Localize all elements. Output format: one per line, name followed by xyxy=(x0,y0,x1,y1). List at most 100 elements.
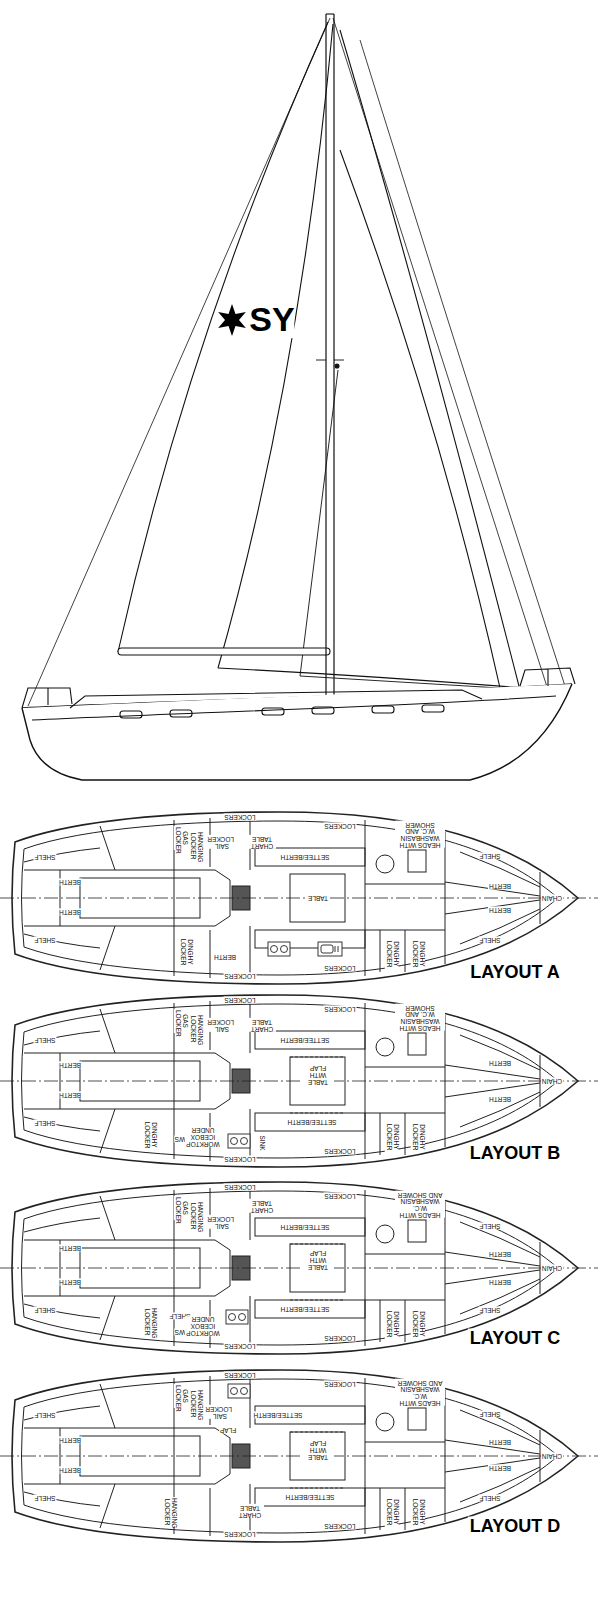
compartment-label: SHELF xyxy=(34,1412,57,1419)
layout-heading: LAYOUT B xyxy=(468,1144,562,1163)
compartment-label: DINGHY LOCKER xyxy=(385,939,399,969)
compartment-label: SHELF xyxy=(479,1495,502,1502)
compartment-label: BERTH xyxy=(58,909,82,916)
compartment-label: BERTH xyxy=(488,883,512,890)
compartment-label: SHELF xyxy=(34,1495,57,1502)
compartment-label: SAIL LOCKER xyxy=(207,1405,233,1419)
compartment-label: SHELF xyxy=(34,1037,57,1044)
compartment-label: BERTH xyxy=(58,1279,82,1286)
compartment-label: LOCKERS xyxy=(223,814,256,821)
compartment-label: HANGING LOCKER xyxy=(143,1307,157,1337)
compartment-label: DINGHY LOCKER xyxy=(385,1122,399,1152)
compartment-label: FLAP xyxy=(219,1427,237,1434)
compartment-label: BERTH xyxy=(488,1279,512,1286)
compartment-label: HANGING LOCKER xyxy=(189,1389,203,1419)
compartment-label: HEADS WITH W.C. WASHBASIN AND SHOWER xyxy=(395,1378,445,1405)
compartment-label: SAIL LOCKER xyxy=(209,1215,235,1229)
compartment-label: HANGING LOCKER xyxy=(163,1497,177,1527)
compartment-label: TABLE WITH FLAP xyxy=(302,1065,334,1085)
compartment-label: SHELF xyxy=(34,1307,57,1314)
compartment-label: BERTH xyxy=(488,1251,512,1258)
compartment-label: LOCKERS xyxy=(223,997,256,1004)
compartment-label: DINGHY LOCKER xyxy=(143,1120,157,1150)
compartment-label: BERTH xyxy=(488,1465,512,1472)
compartment-label: BERTH xyxy=(488,1439,512,1446)
compartment-label: DINGHY LOCKER xyxy=(179,937,193,967)
compartment-label: DINGHY LOCKER xyxy=(385,1309,399,1339)
compartment-label: TABLE WITH FLAP xyxy=(302,1440,334,1460)
compartment-label: CHAIN xyxy=(541,1453,563,1460)
compartment-label: DINGHY LOCKER xyxy=(411,1122,425,1152)
compartment-label: BERTH xyxy=(58,1062,82,1069)
compartment-label: SHELF xyxy=(479,937,502,944)
compartment-label: SHELF xyxy=(34,854,57,861)
compartment-label: SHELF xyxy=(479,1307,502,1314)
compartment-label: LOCKERS xyxy=(323,965,356,972)
compartment-label: HEADS WITH W.C. WASHBASIN AND SHOWER xyxy=(395,1190,445,1217)
compartment-label: CHAIN xyxy=(541,1078,563,1085)
compartment-label: DINGHY LOCKER xyxy=(411,939,425,969)
compartment-label: SETTEE/BERTH xyxy=(279,1037,330,1044)
compartment-label: GAS LOCKER xyxy=(174,1009,188,1033)
compartment-label: SETTEE/BERTH xyxy=(284,1494,335,1501)
compartment-label: BERTH xyxy=(488,907,512,914)
compartment-label: HANGING LOCKER xyxy=(189,1201,203,1231)
compartment-label: LOCKERS xyxy=(323,1381,356,1388)
compartment-label: CHAIN xyxy=(541,895,563,902)
compartment-label: LOCKERS xyxy=(323,823,356,830)
layout-heading: LAYOUT A xyxy=(468,963,562,982)
compartment-label: GAS LOCKER xyxy=(174,826,188,850)
compartment-label: LOCKERS xyxy=(323,1193,356,1200)
compartment-label: HEADS WITH WASHBASIN W.C. AND SHOWER xyxy=(395,1003,445,1030)
compartment-label: SETTEE/BERTH xyxy=(279,1306,330,1313)
compartment-label: LOCKERS xyxy=(223,1531,256,1538)
compartment-label: LOCKERS xyxy=(323,1523,356,1530)
compartment-label: CHART TABLE xyxy=(248,1199,276,1213)
compartment-label: LOCKERS xyxy=(323,1006,356,1013)
compartment-label: HEADS WITH WASHBASIN W.C. AND SHOWER xyxy=(395,820,445,847)
compartment-label: DINGHY LOCKER xyxy=(385,1497,399,1527)
compartment-label: LOCKERS xyxy=(323,1335,356,1342)
compartment-label: GAS LOCKER xyxy=(174,1384,188,1408)
compartment-label: BERTH xyxy=(58,879,82,886)
logo-text: SY xyxy=(249,302,294,338)
compartment-label: SETTEE/BERTH xyxy=(279,854,330,861)
compartment-label: SINK xyxy=(259,1134,266,1151)
compartment-label: BERTH xyxy=(58,1245,82,1252)
compartment-label: SETTEE/BERTH xyxy=(286,1119,337,1126)
compartment-label: DINGHY LOCKER xyxy=(411,1497,425,1527)
compartment-label: TABLE xyxy=(307,895,329,902)
compartment-label: WORKTOP ICEBOX UNDER xyxy=(185,1316,221,1336)
compartment-label: BERTH xyxy=(213,954,237,961)
compartment-label: CHART TABLE xyxy=(236,1504,264,1518)
compartment-label: LOCKERS xyxy=(223,1156,256,1163)
compartment-label: LOCKERS xyxy=(223,973,256,980)
compartment-label: CHAIN xyxy=(541,1265,563,1272)
compartment-label: GAS LOCKER xyxy=(174,1196,188,1220)
compartment-label: LOCKERS xyxy=(323,1148,356,1155)
compartment-label: SHELF xyxy=(479,1411,502,1418)
compartment-label: SHELF xyxy=(479,1223,502,1230)
compartment-label: CHART TABLE xyxy=(248,835,276,849)
compartment-label: HANGING LOCKER xyxy=(189,831,203,861)
compartment-label: BERTH xyxy=(58,1092,82,1099)
compartment-label: CHART TABLE xyxy=(248,1018,276,1032)
compartment-label: BERTH xyxy=(58,1437,82,1444)
layout-heading: LAYOUT D xyxy=(468,1517,562,1536)
compartment-label: BERTH xyxy=(488,1060,512,1067)
compartment-label: SHELF xyxy=(479,853,502,860)
compartment-label: SAIL LOCKER xyxy=(209,1018,235,1032)
compartment-label: HANGING LOCKER xyxy=(189,1014,203,1044)
compartment-label: LOCKERS xyxy=(223,1343,256,1350)
compartment-label: DINGHY LOCKER xyxy=(411,1309,425,1339)
compartment-label: SAIL LOCKER xyxy=(209,835,235,849)
compartment-label: SHELF xyxy=(34,1120,57,1127)
compartment-label: TABLE WITH FLAP xyxy=(302,1250,334,1270)
compartment-label: SHELF xyxy=(34,937,57,944)
compartment-label: SETTEE/BERTH xyxy=(279,1224,330,1231)
compartment-label: LOCKERS xyxy=(223,1184,256,1191)
compartment-label: BERTH xyxy=(58,1467,82,1474)
compartment-label: BERTH xyxy=(488,1096,512,1103)
compartment-label: LOCKERS xyxy=(223,1372,256,1379)
